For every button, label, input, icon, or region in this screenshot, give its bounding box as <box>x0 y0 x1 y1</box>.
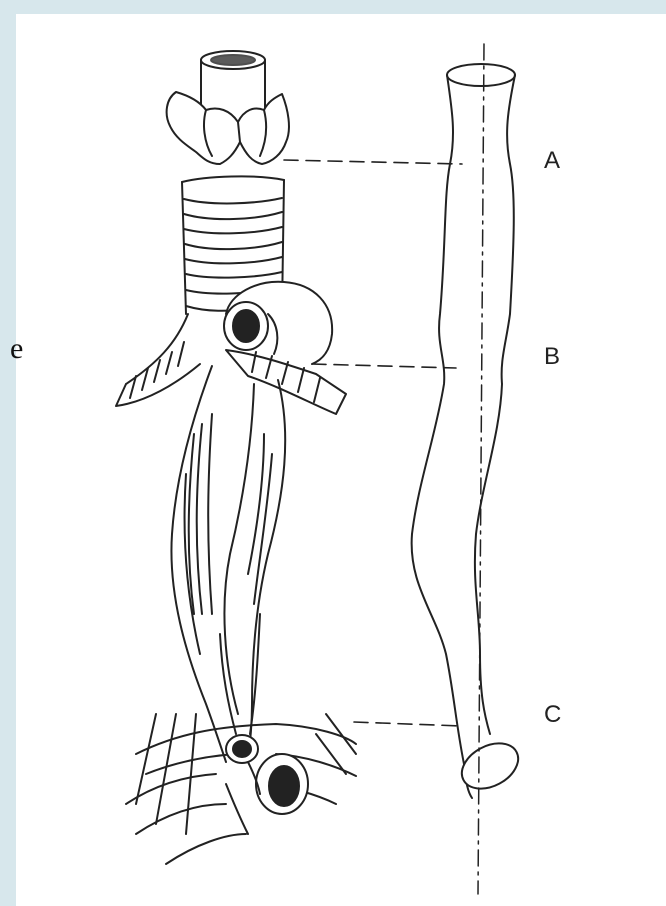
esophagus-diagram: A B C <box>16 14 666 906</box>
content-panel: e <box>16 14 666 906</box>
slide-frame-left <box>0 0 16 906</box>
esophagus-outline-drawing <box>412 44 526 894</box>
connector-line-c <box>354 722 462 726</box>
slide-frame-top <box>0 0 666 14</box>
constriction-label-c: C <box>544 701 561 728</box>
constriction-label-a: A <box>544 147 560 174</box>
connector-line-b <box>312 364 456 368</box>
constriction-label-b: B <box>544 343 560 370</box>
connector-line-a <box>284 160 462 164</box>
esophagus-trachea-drawing <box>116 51 356 864</box>
